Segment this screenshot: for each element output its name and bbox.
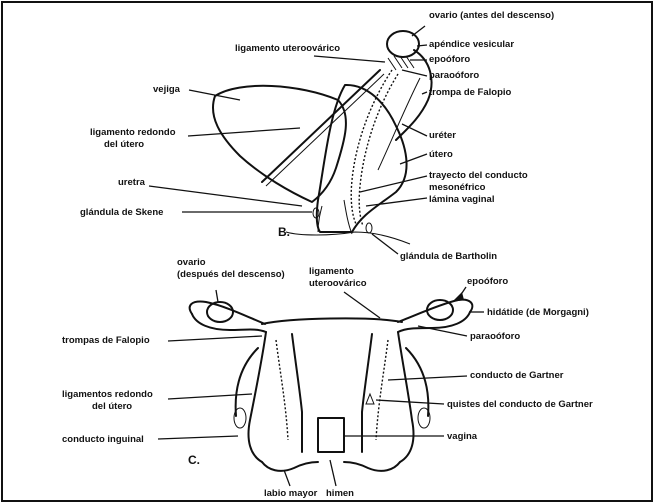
label-uteroovarian-c-1: ligamento <box>309 266 354 277</box>
label-vesicular-appendix: apéndice vesicular <box>429 39 514 50</box>
label-epoophoron-b: epoóforo <box>429 54 470 65</box>
label-fallopian-b: trompa de Falopio <box>429 87 512 98</box>
label-round-ligament-2: del útero <box>104 139 144 150</box>
label-uteroovarian-b: ligamento uteroovárico <box>235 43 340 54</box>
label-ovary-after-1: ovario <box>177 257 206 268</box>
label-ovary-before: ovario (antes del descenso) <box>429 10 554 21</box>
label-round-ligaments-2: del útero <box>92 401 132 412</box>
label-inguinal-canal: conducto inguinal <box>62 434 144 445</box>
label-paroophoron-b: paraoóforo <box>429 70 479 81</box>
label-round-ligaments-1: ligamentos redondo <box>62 389 153 400</box>
label-ureter: uréter <box>429 130 456 141</box>
label-vagina: vagina <box>447 431 478 442</box>
label-paroophoron-c: paraoóforo <box>470 331 520 342</box>
label-mesonephric-1: trayecto del conducto <box>429 170 528 181</box>
label-uteroovarian-c-2: uteroovárico <box>309 278 367 289</box>
panel-letter-b: B. <box>278 225 290 239</box>
label-skene: glándula de Skene <box>80 207 163 218</box>
label-mesonephric-2: mesonéfrico <box>429 182 486 193</box>
label-bartholin: glándula de Bartholin <box>400 251 497 262</box>
label-labia-majora: labio mayor <box>264 488 318 499</box>
label-ovary-after-2: (después del descenso) <box>177 269 285 280</box>
label-fallopian-c: trompas de Falopio <box>62 335 150 346</box>
label-hymen: himen <box>326 488 354 499</box>
label-urethra: uretra <box>118 177 146 188</box>
label-uterus: útero <box>429 149 453 160</box>
label-epoophoron-c: epoóforo <box>467 276 508 287</box>
panel-letter-c: C. <box>188 453 200 467</box>
label-gartner-cysts: quistes del conducto de Gartner <box>447 399 593 410</box>
label-gartner-duct: conducto de Gartner <box>470 370 564 381</box>
label-hydatid: hidátide (de Morgagni) <box>487 307 589 318</box>
label-vaginal-plate: lámina vaginal <box>429 194 494 205</box>
label-round-ligament-1: ligamento redondo <box>90 127 176 138</box>
label-bladder: vejiga <box>153 84 181 95</box>
